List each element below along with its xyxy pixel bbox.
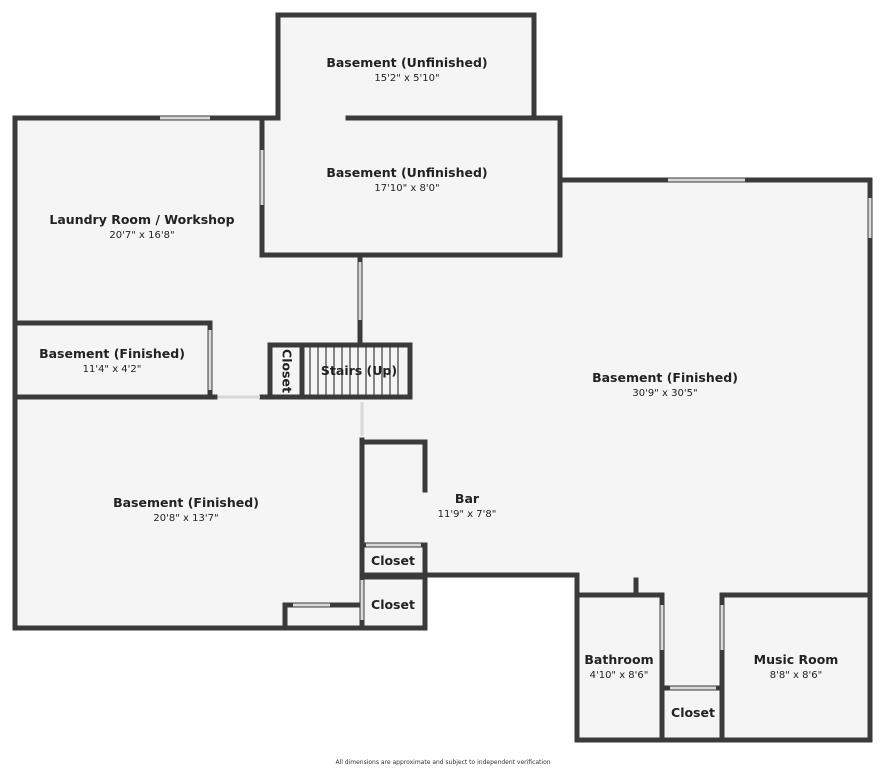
disclaimer-footer: All dimensions are approximate and subje… [335, 759, 550, 766]
room-dims-music-room: 8'8" x 8'6" [770, 670, 822, 681]
room-name-closet-stairs: Closet [280, 349, 295, 393]
floors [15, 15, 870, 740]
room-name-basement-finished-small: Basement (Finished) [39, 346, 185, 361]
room-name-music-room: Music Room [754, 652, 839, 667]
room-dims-basement-finished-main: 30'9" x 30'5" [632, 388, 697, 399]
room-name-basement-unfinished-top: Basement (Unfinished) [326, 55, 487, 70]
room-dims-bathroom: 4'10" x 8'6" [590, 670, 649, 681]
room-dims-bar: 11'9" x 7'8" [438, 509, 497, 520]
room-name-stairs: Stairs (Up) [321, 363, 397, 378]
room-name-closet-bar-2: Closet [371, 597, 415, 612]
room-labels: Basement (Unfinished) 15'2" x 5'10" Base… [39, 55, 838, 766]
room-dims-basement-finished-left: 20'8" x 13'7" [153, 513, 218, 524]
room-name-laundry: Laundry Room / Workshop [49, 212, 234, 227]
stair-treads [309, 347, 399, 395]
room-name-closet-hall: Closet [671, 705, 715, 720]
windows [160, 116, 872, 690]
room-name-basement-finished-left: Basement (Finished) [113, 495, 259, 510]
room-name-closet-bar-1: Closet [371, 553, 415, 568]
room-dims-basement-unfinished-top: 15'2" x 5'10" [374, 73, 439, 84]
room-name-bathroom: Bathroom [584, 652, 653, 667]
room-dims-laundry: 20'7" x 16'8" [109, 230, 174, 241]
room-name-basement-unfinished-mid: Basement (Unfinished) [326, 165, 487, 180]
room-name-basement-finished-main: Basement (Finished) [592, 370, 738, 385]
room-name-bar: Bar [455, 491, 480, 506]
room-dims-basement-unfinished-mid: 17'10" x 8'0" [374, 183, 439, 194]
room-dims-basement-finished-small: 11'4" x 4'2" [83, 364, 142, 375]
